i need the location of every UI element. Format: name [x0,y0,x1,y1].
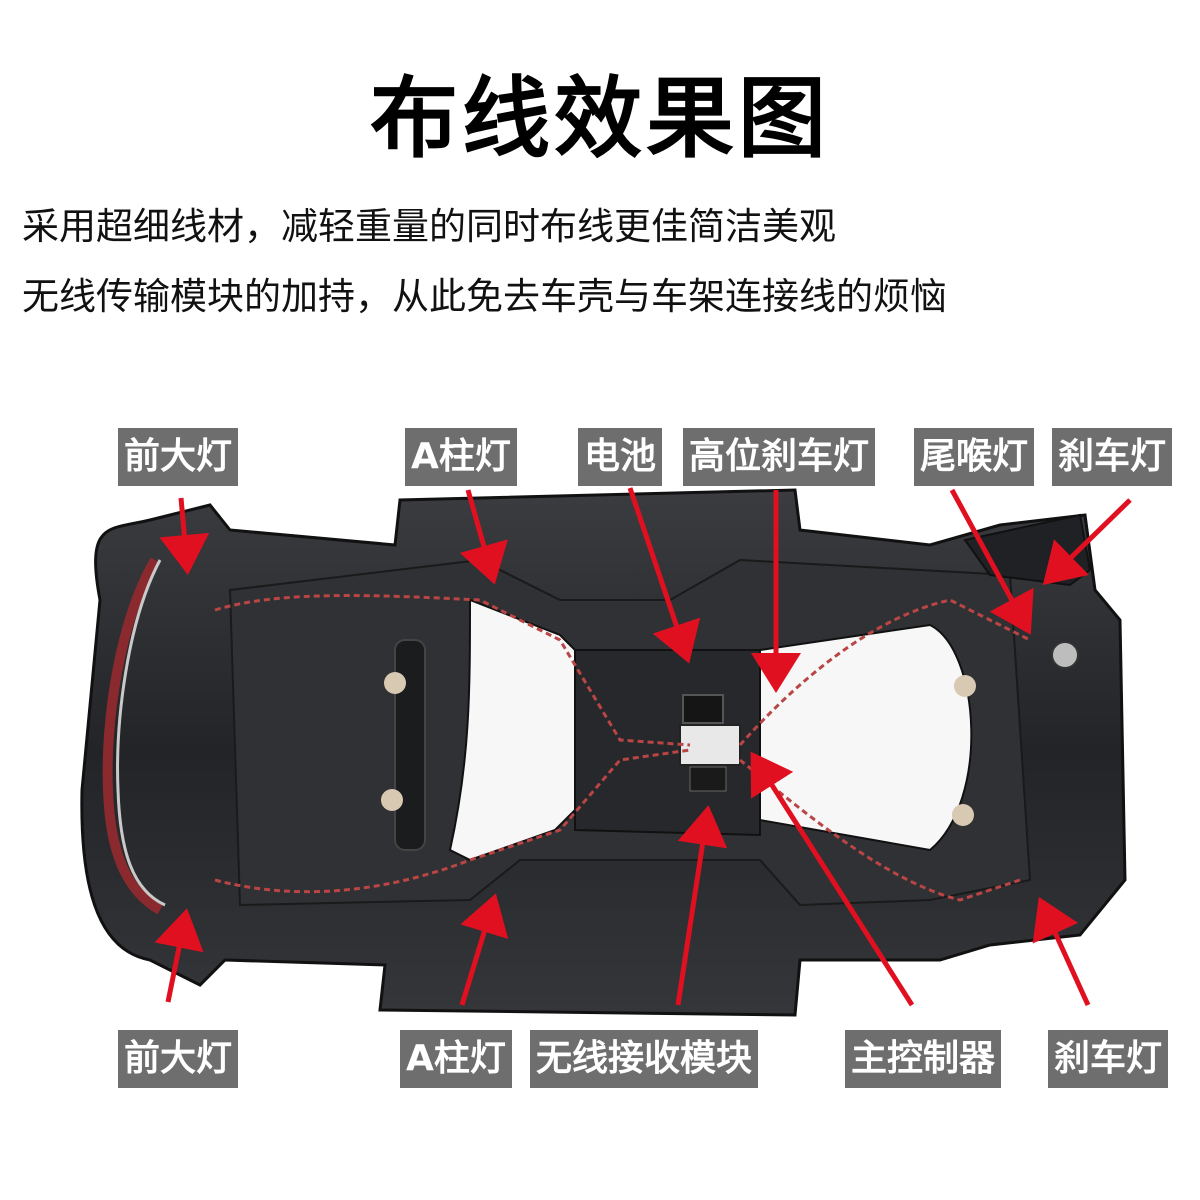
label-main-controller: 主控制器 [845,1030,1002,1088]
label-high-brake-light: 高位刹车灯 [683,428,876,486]
wiring-front [214,594,691,747]
front-window-opening [448,598,576,862]
arrow-brake-light-bottom [1032,896,1091,1007]
arrow-battery [627,487,701,664]
label-a-pillar-bottom: A柱灯 [400,1030,512,1088]
front-light-strip [102,557,163,915]
label-brake-light-top: 刹车灯 [1052,428,1173,486]
arrow-tail-throat [949,488,1034,635]
hood-vent [394,639,426,851]
arrow-brake-light-top [1042,498,1132,585]
description-line-1: 采用超细线材，减轻重量的同时布线更佳简洁美观 [22,205,836,248]
arrow-a-pillar-bottom [459,893,509,1006]
label-brake-light-bottom: 刹车灯 [1048,1030,1169,1088]
arrow-wireless-receiver [675,805,728,1006]
page-title: 布线效果图 [369,67,830,170]
description-line-2: 无线传输模块的加持，从此免去车壳与车架连接线的烦恼 [22,275,947,318]
arrow-main-controller [750,751,915,1007]
label-battery: 电池 [578,428,663,486]
label-tail-throat-light: 尾喉灯 [914,428,1035,486]
rear-window-opening [759,623,973,852]
arrow-front-light-top [159,497,210,575]
label-wireless-receiver: 无线接收模块 [530,1030,759,1088]
arrow-front-light-bottom [154,908,204,1003]
label-front-light-bottom: 前大灯 [118,1030,239,1088]
annotation-arrows [154,487,1132,1007]
label-front-light-top: 前大灯 [118,428,239,486]
label-a-pillar-top: A柱灯 [405,428,517,486]
arrow-a-pillar-top [459,489,508,585]
wireless-receiver-board [682,694,724,724]
